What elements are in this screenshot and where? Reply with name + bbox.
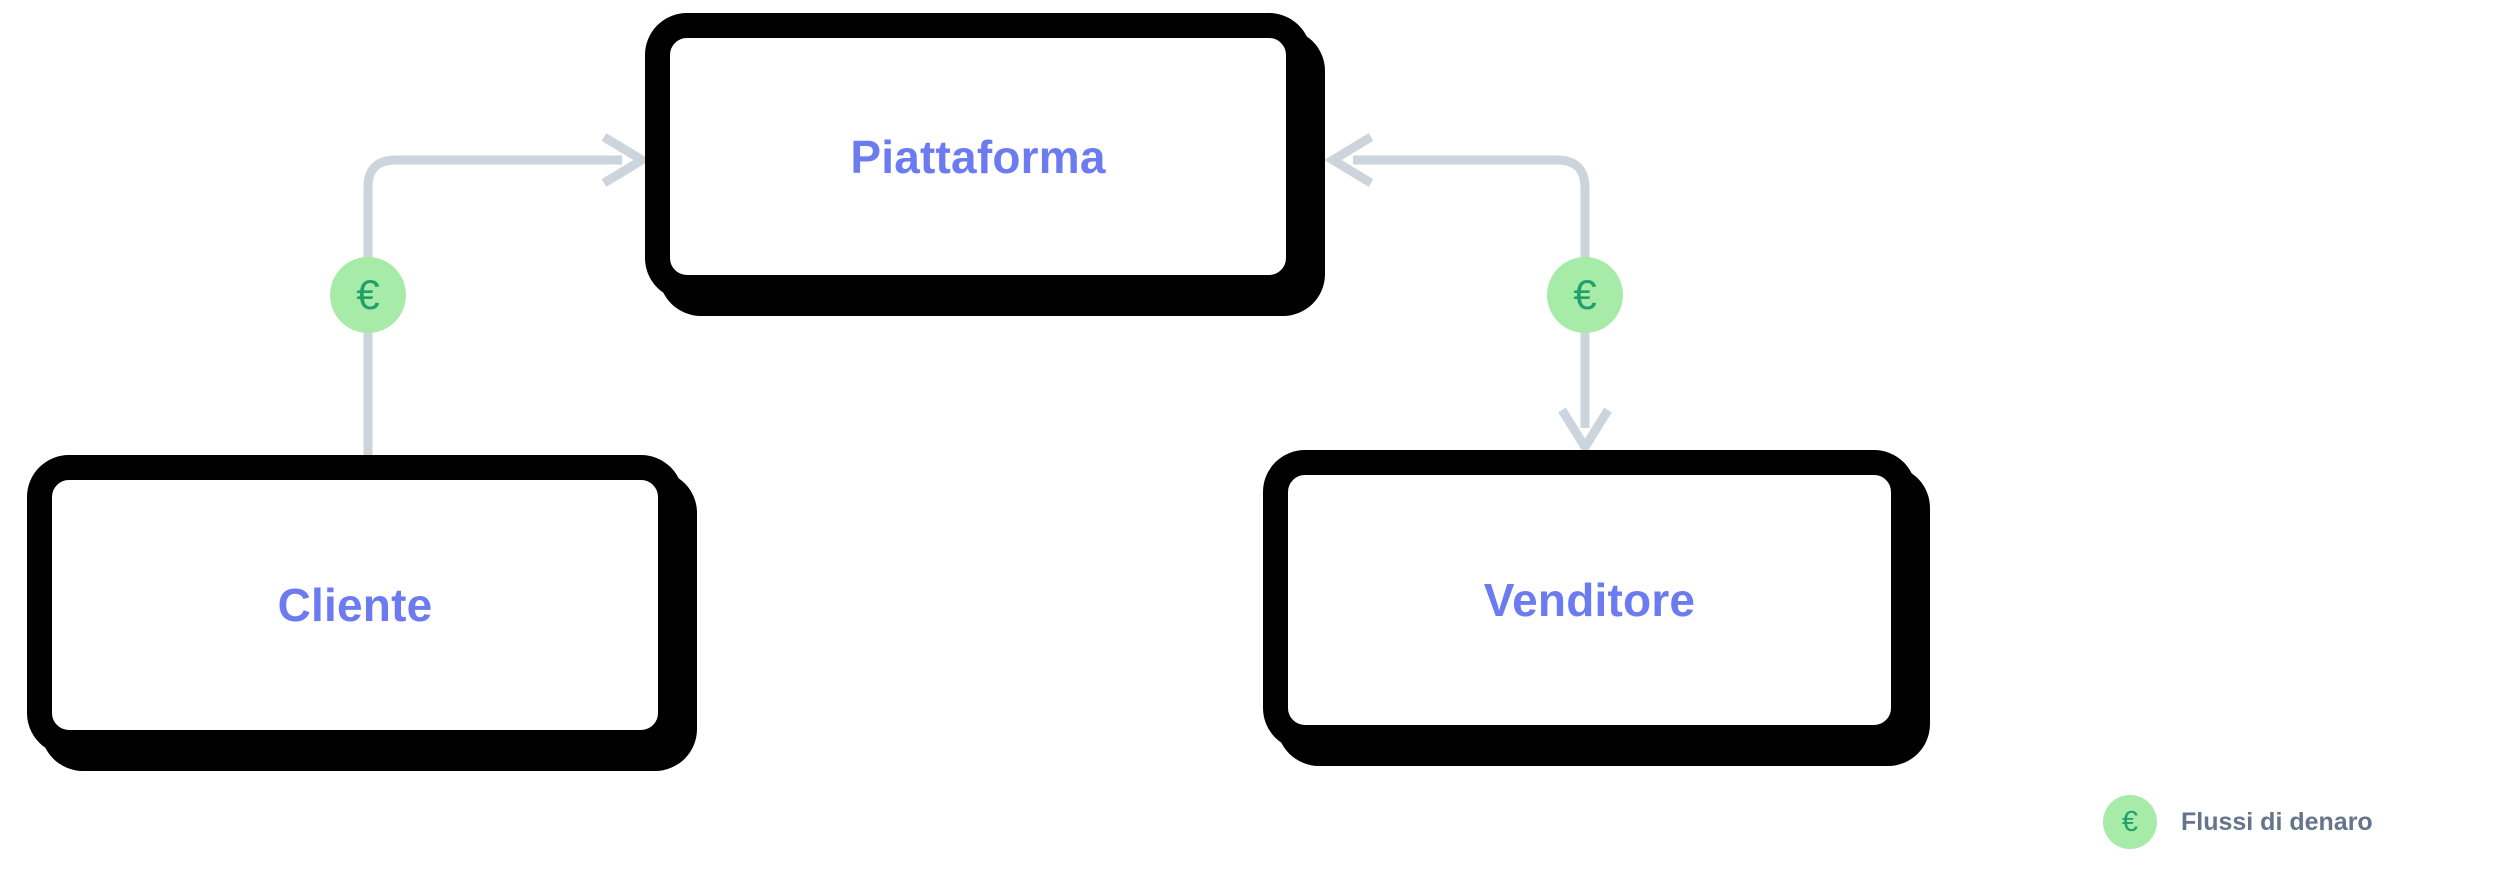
node-venditore-label: Venditore <box>1483 574 1696 626</box>
euro-icon: € <box>1573 271 1597 318</box>
euro-icon: € <box>2121 805 2139 838</box>
euro-badge-piattaforma-to-venditore: € <box>1547 257 1623 333</box>
legend-label: Flussi di denaro <box>2181 807 2373 836</box>
node-piattaforma[interactable]: Piattaforma <box>645 13 1311 300</box>
legend-euro-badge: € <box>2103 795 2157 849</box>
node-cliente-label: Cliente <box>277 579 433 631</box>
euro-badge-cliente-to-piattaforma: € <box>330 257 406 333</box>
node-cliente[interactable]: Cliente <box>27 455 683 755</box>
euro-icon: € <box>356 271 380 318</box>
arrowhead-right-icon <box>601 133 651 187</box>
node-venditore[interactable]: Venditore <box>1263 450 1916 750</box>
arrowhead-down-icon <box>1558 407 1612 456</box>
legend: € Flussi di denaro <box>2103 795 2373 849</box>
node-piattaforma-label: Piattaforma <box>850 130 1106 183</box>
arrowhead-left-icon <box>1324 133 1374 187</box>
